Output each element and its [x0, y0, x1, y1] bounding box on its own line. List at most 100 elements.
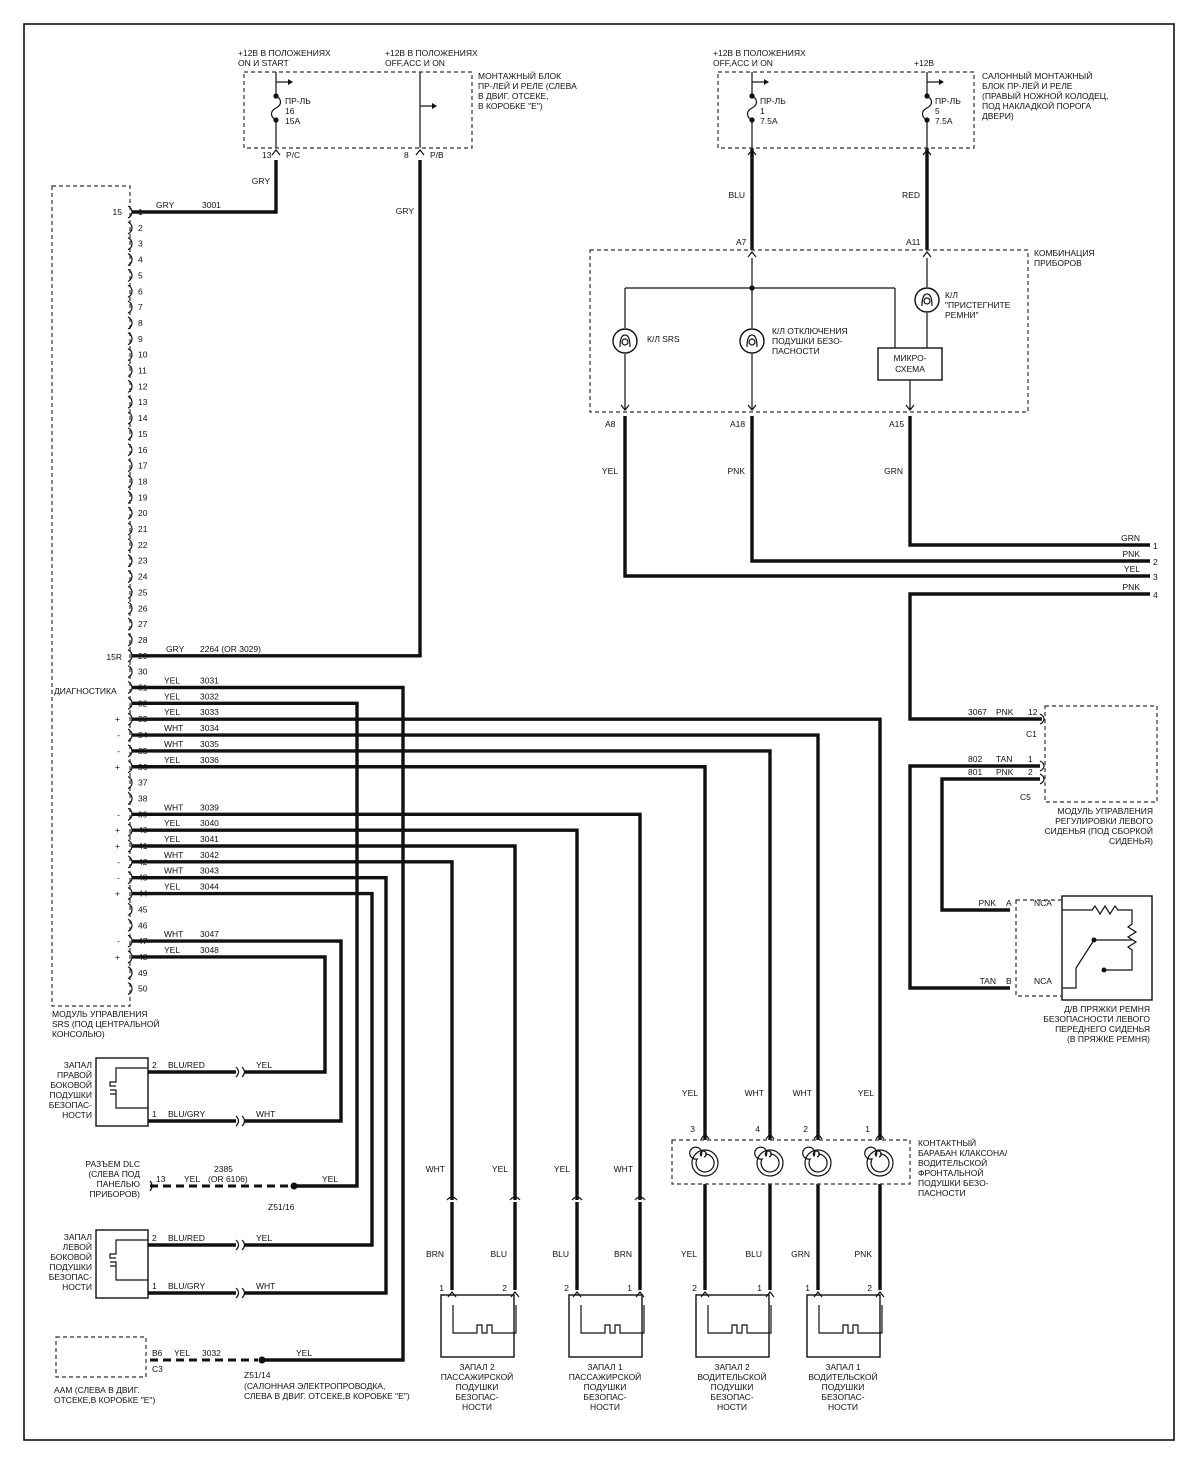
srs-module-title-line: SRS (ПОД ЦЕНТРАЛЬНОЙ [52, 1018, 160, 1029]
wire-wht-39 [132, 812, 642, 1200]
fb2-flag-head [764, 79, 769, 85]
wire-color: YEL [164, 691, 180, 701]
polarity-sign: - [117, 873, 120, 883]
wire-color: WHT [164, 866, 183, 876]
pin-bracket [127, 221, 133, 235]
pin-number: 26 [138, 603, 148, 613]
pin-label: 1 [627, 1283, 632, 1293]
left-side-airbag-squib-element [109, 1239, 148, 1281]
pin-number: 6 [138, 286, 143, 296]
wire-wht-34 [132, 733, 820, 1140]
pin-bracket [127, 237, 133, 251]
pin-bracket [127, 538, 133, 552]
splice-description-line: СЛЕВА В ДВИГ. ОТСЕКЕ,В КОРОБКЕ "E") [244, 1391, 410, 1401]
pin-arrow [765, 1291, 775, 1298]
pin-number: 7 [138, 302, 143, 312]
fuse-block-1-title-line: ПР-ЛЕЙ И РЕЛЕ (СЛЕВА [478, 80, 577, 91]
pin-bracket [127, 506, 133, 520]
pin-bracket [127, 982, 133, 996]
circuit-number: 3040 [200, 818, 219, 828]
pin-label: 2 [564, 1283, 569, 1293]
pin-arrow [700, 1133, 710, 1140]
pin-arrow [747, 251, 757, 258]
fuse-1-label-line: 7.5A [760, 116, 778, 126]
wire-color: WHT [793, 1088, 812, 1098]
driver-squib-2-title-line: ПОДУШКИ [711, 1382, 754, 1392]
conn-label: NCA [1034, 898, 1052, 908]
circuit-number: 3036 [200, 755, 219, 765]
pin-number: 47 [138, 936, 148, 946]
wire-color: BLU [552, 1249, 569, 1259]
right-side-airbag-title-line: НОСТИ [62, 1110, 92, 1120]
wire-tan-802 [908, 764, 1040, 990]
lamp-airbag-off-label-line: ПОДУШКИ БЕЗО- [772, 336, 843, 346]
wire-color: YEL [164, 755, 180, 765]
conn-label: C5 [1020, 792, 1031, 802]
wire-color: PNK [1123, 582, 1141, 592]
wire-color: YEL [1124, 564, 1140, 574]
pin-label: 2 [692, 1283, 697, 1293]
pin-bracket [127, 887, 133, 901]
wire-color: YEL [682, 1088, 698, 1098]
buckle-resistor-2 [1104, 923, 1138, 971]
inline-connector [446, 1196, 458, 1201]
pin-number: 49 [138, 968, 148, 978]
dlc-connector [149, 1180, 153, 1192]
dlc-title-line: ПРИБОРОВ) [89, 1189, 140, 1199]
pin-bracket [127, 474, 133, 488]
buckle-title-line: (В ПРЯЖКЕ РЕМНЯ) [1067, 1034, 1150, 1044]
passenger-squib-2-box-element [452, 1305, 517, 1334]
seat-module-title-line: СИДЕНЬЯ) [1109, 836, 1153, 846]
right-side-airbag-title-line: ЗАПАЛ [64, 1060, 92, 1070]
driver-squib-1-title-line: БЕЗОПАС- [821, 1392, 864, 1402]
wire-color: GRY [396, 206, 415, 216]
conn-label: P/C [286, 150, 300, 160]
chip-label: СХЕМА [895, 364, 925, 374]
driver-squib-2-title-line: БЕЗОПАС- [710, 1392, 753, 1402]
driver-squib-1-box-element [818, 1305, 883, 1334]
pin-bracket [127, 300, 133, 314]
pin-bracket [127, 570, 133, 584]
pin-number: 18 [138, 476, 148, 486]
wire-color: YEL [492, 1164, 508, 1174]
pin-number: 27 [138, 619, 148, 629]
wire-color: YEL [322, 1174, 338, 1184]
lamp-srs-label: К/Л SRS [647, 334, 680, 344]
left-side-airbag-title-line: БОКОВОЙ [50, 1251, 92, 1262]
aam-title-line: ОТСЕКЕ,В КОРОБКЕ "E") [54, 1395, 155, 1405]
wire-color: BLU/RED [168, 1060, 205, 1070]
pin-bracket [127, 332, 133, 346]
pin-bracket [127, 284, 133, 298]
pin-label: 1 [865, 1124, 870, 1134]
wire-color: BLU [728, 190, 745, 200]
wire-yel-3 [623, 416, 1150, 578]
wire-color: BRN [614, 1249, 632, 1259]
pin-number: 23 [138, 556, 148, 566]
pin-bracket [127, 744, 133, 758]
fuse-5-dot [924, 117, 930, 123]
buckle-title-line: БЕЗОПАСНОСТИ ЛЕВОГО [1043, 1014, 1150, 1024]
polarity-sign: - [117, 936, 120, 946]
circuit-number: 3047 [200, 929, 219, 939]
fuse-5-label-line: ПР-ЛЬ [935, 96, 961, 106]
pin-number: 41 [138, 841, 148, 851]
circuit-number: 3048 [200, 945, 219, 955]
wire-color: WHT [164, 850, 183, 860]
dlc-title-line: (СЛЕВА ПОД [88, 1169, 140, 1179]
circuit-number: 801 [968, 767, 982, 777]
splice-label: Z51/14 [244, 1370, 271, 1380]
pin-label: 1 [1028, 754, 1033, 764]
circuit-number: 3035 [200, 739, 219, 749]
circuit-number: 3067 [968, 707, 987, 717]
pin-label: 1 [152, 1281, 157, 1291]
wire-color: WHT [164, 723, 183, 733]
wire-grn-1 [908, 416, 1150, 547]
supply-label: +12В [914, 58, 934, 68]
aam-outline [55, 1336, 147, 1378]
cluster-title-line: ПРИБОРОВ [1034, 258, 1082, 268]
fb1-flag-head [288, 79, 293, 85]
pin-arrow [875, 1133, 885, 1140]
driver-squib-1-title-line: НОСТИ [828, 1402, 858, 1412]
fb2-flag-2-head [939, 79, 944, 85]
